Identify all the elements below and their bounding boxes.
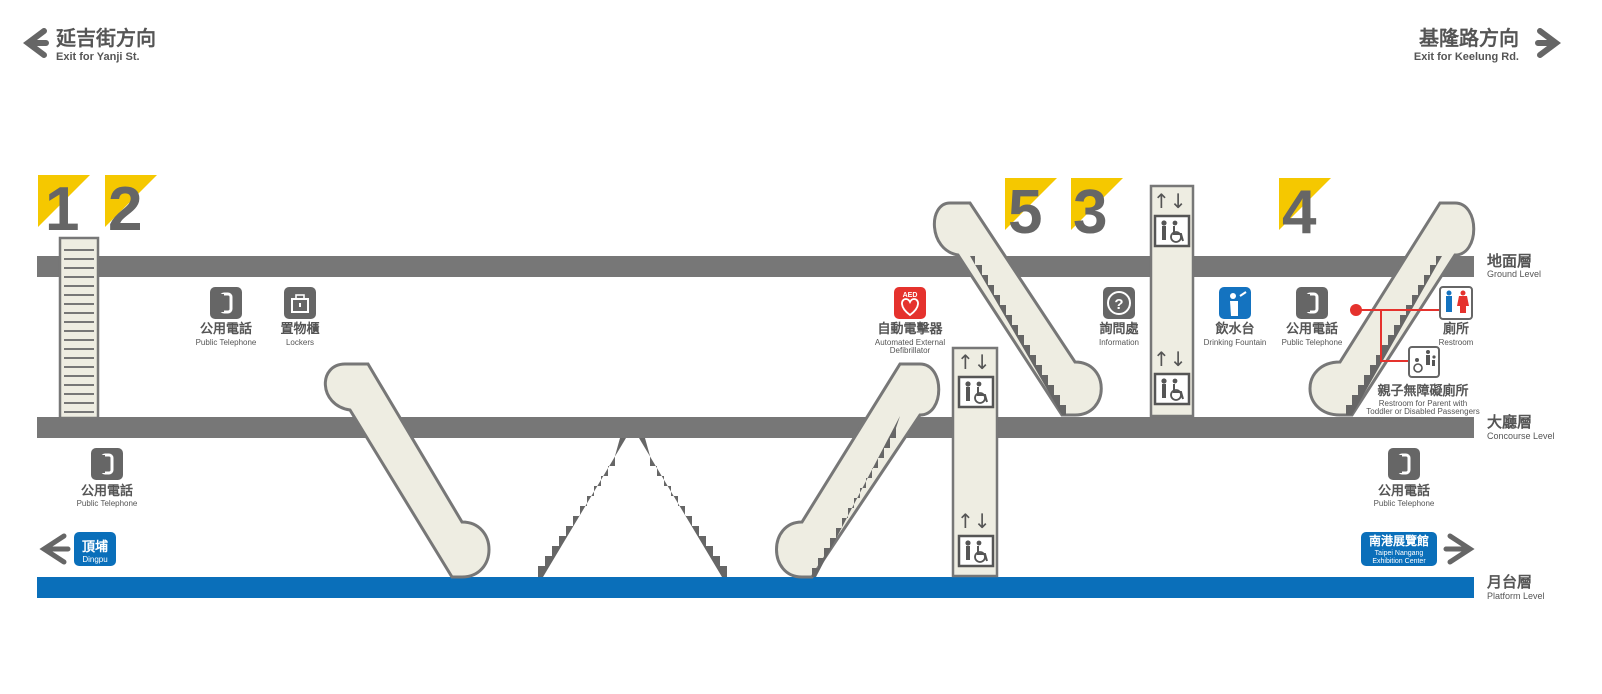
lockers: 置物櫃 Lockers [280,287,320,347]
platform-level-en: Platform Level [1487,591,1545,601]
elevator-icon [1151,187,1191,248]
family-restroom: 親子無障礙廁所 Restroom for Parent with Toddler… [1366,346,1480,416]
info-label-en: Information [1099,338,1139,347]
arrow-left-icon [23,28,49,58]
left-direction-en: Exit for Yanji St. [56,51,140,63]
concourse-level-floor [37,417,1474,438]
exit-3-marker: 3 [1071,178,1123,247]
exit-1-marker: 1 [38,175,90,244]
left-direction-zh: 延吉街方向 [55,26,156,50]
ground-level-floor [37,256,1474,277]
exit-2-marker: 2 [105,175,157,244]
public-telephone-2: 公用電話 Public Telephone [1282,285,1343,347]
lockers-label-zh: 置物櫃 [280,321,319,337]
svg-text:?: ? [1114,296,1123,313]
platform-level-zh: 月台層 [1486,573,1532,591]
elevator-ground-concourse [1149,184,1195,418]
arrow-left-icon [39,533,71,565]
right-direction-en: Exit for Keelung Rd. [1414,51,1519,63]
telephone-icon [208,285,244,321]
escalator-left-down [323,362,491,579]
phone-3-label-zh: 公用電話 [81,483,133,499]
exit-4-number: 4 [1282,178,1317,247]
drinking-fountain-icon [1219,287,1251,319]
dingpu-zh: 頂埔 [82,539,108,555]
platform-direction-left: 頂埔 Dingpu [39,532,116,566]
drinking-fountain: 飲水台 Drinking Fountain [1204,287,1267,347]
right-direction: 基隆路方向 Exit for Keelung Rd. [1414,26,1561,63]
dingpu-en: Dingpu [82,555,107,564]
concourse-level-zh: 大廳層 [1487,413,1532,431]
phone-4-label-en: Public Telephone [1374,499,1435,508]
exit-3-number: 3 [1073,178,1107,247]
family-restroom-label-en-1: Restroom for Parent with [1379,399,1467,408]
telephone-icon [1294,285,1330,321]
family-restroom-icon [1408,346,1440,378]
locker-icon [284,287,316,319]
exit-1-stairs [58,236,100,420]
lockers-label-en: Lockers [286,338,314,347]
telephone-icon [89,446,125,482]
aed-label-zh: 自動電擊器 [877,321,943,337]
restroom: 廁所 Restroom [1439,286,1474,347]
exit-5-escalator [933,201,1103,417]
platform-level-floor [37,577,1474,598]
nangang-zh: 南港展覽館 [1369,533,1429,548]
restroom-label-en: Restroom [1439,338,1474,347]
left-direction: 延吉街方向 Exit for Yanji St. [23,26,156,63]
info-label-zh: 詢問處 [1099,321,1139,337]
public-telephone-3: 公用電話 Public Telephone [77,446,138,508]
phone-1-label-en: Public Telephone [196,338,257,347]
exit-1-number: 1 [45,175,79,244]
exit-5-number: 5 [1008,178,1042,247]
phone-4-label-zh: 公用電話 [1378,483,1430,499]
escalator-center-up [775,362,941,579]
phone-1-label-zh: 公用電話 [200,321,252,337]
arrow-right-icon [1535,28,1561,58]
concourse-level-en: Concourse Level [1487,431,1555,441]
exit-2-number: 2 [108,175,142,244]
family-restroom-label-en-2: Toddler or Disabled Passengers [1366,407,1479,416]
arrow-right-icon [1443,533,1475,565]
public-telephone-4: 公用電話 Public Telephone [1374,446,1435,508]
information: ? 詢問處 Information [1099,287,1139,347]
nangang-en-1: Taipei Nangang [1375,550,1424,557]
elevator-icon [955,348,995,409]
fountain-label-zh: 飲水台 [1214,321,1254,337]
elevator-icon [1151,345,1191,406]
fountain-label-en: Drinking Fountain [1204,338,1267,347]
phone-2-label-en: Public Telephone [1282,338,1343,347]
restroom-connector [1350,304,1440,362]
ground-level-en: Ground Level [1487,269,1541,279]
platform-stairs [538,438,727,577]
phone-2-label-zh: 公用電話 [1286,321,1338,337]
telephone-icon [1386,446,1422,482]
exit-4-marker: 4 [1279,178,1331,247]
ground-level-zh: 地面層 [1487,252,1532,270]
elevator-concourse-platform [951,346,999,578]
svg-text:AED: AED [903,292,918,299]
aed: AED 自動電擊器 Automated External Defibrillat… [875,287,945,355]
family-restroom-label-zh: 親子無障礙廁所 [1377,383,1468,399]
restroom-icon [1439,286,1473,320]
aed-label-en-2: Defibrillator [890,346,931,355]
question-icon: ? [1103,287,1135,319]
aed-label-en-1: Automated External [875,338,945,347]
exit-5-marker: 5 [1005,178,1057,247]
public-telephone-1: 公用電話 Public Telephone [196,285,257,347]
restroom-label-zh: 廁所 [1443,321,1469,337]
nangang-en-2: Exhibition Center [1372,558,1426,565]
phone-3-label-en: Public Telephone [77,499,138,508]
aed-icon: AED [894,287,926,319]
elevator-icon [955,507,995,568]
right-direction-zh: 基隆路方向 [1419,26,1519,50]
platform-direction-right: 南港展覽館 Taipei Nangang Exhibition Center [1361,532,1475,566]
